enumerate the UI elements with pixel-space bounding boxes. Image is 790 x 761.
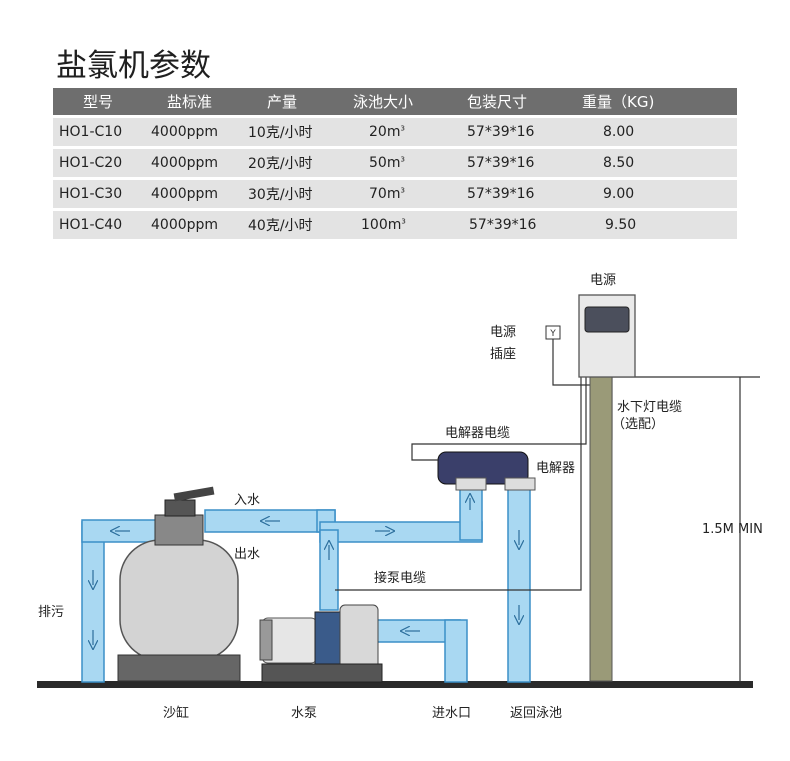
label-power-supply: 电源	[590, 273, 616, 288]
label-drain: 排污	[38, 605, 64, 620]
svg-text:Y: Y	[549, 329, 556, 339]
header-pool-size: 泳池大小	[353, 93, 414, 111]
flow-arrows	[93, 498, 519, 645]
cell-package: 57*39*16	[469, 217, 537, 233]
table-row: HO1-C10 4000ppm 10克/小时 20m3 57*39*16 8.0…	[53, 115, 737, 146]
cell-model: HO1-C30	[59, 186, 123, 202]
pipe-network	[81, 484, 531, 683]
label-underwater-cable-2: （选配）	[612, 417, 664, 432]
cell-weight: 9.50	[605, 217, 637, 233]
cell-salt: 4000ppm	[151, 217, 219, 233]
water-pump	[259, 604, 383, 683]
table-row: HO1-C20 4000ppm 20克/小时 50m3 57*39*16 8.5…	[53, 146, 737, 177]
cell-pool: 70m3	[369, 186, 405, 202]
header-output: 产量	[267, 93, 298, 111]
cell-model: HO1-C20	[59, 155, 123, 171]
sand-filter-tank	[117, 486, 241, 682]
cell-output: 30克/小时	[248, 187, 313, 203]
cell-pool: 20m3	[369, 124, 405, 140]
cell-pool: 100m3	[361, 217, 406, 233]
power-socket: Y	[545, 325, 561, 340]
cell-package: 57*39*16	[467, 124, 535, 140]
ground-line	[37, 681, 753, 688]
cell-salt: 4000ppm	[151, 155, 219, 171]
spec-table: 型号 盐标准 产量 泳池大小 包装尺寸 重量（KG) HO1-C10 4000p…	[53, 88, 737, 239]
label-inlet: 入水	[234, 493, 260, 508]
label-electrolyzer-cable: 电解器电缆	[445, 425, 510, 441]
table-row: HO1-C30 4000ppm 30克/小时 70m3 57*39*16 9.0…	[53, 177, 737, 208]
table-header-row: 型号 盐标准 产量 泳池大小 包装尺寸 重量（KG)	[53, 88, 737, 115]
header-package: 包装尺寸	[467, 93, 528, 111]
label-return-pool: 返回泳池	[510, 706, 562, 721]
cell-weight: 9.00	[603, 186, 635, 202]
cell-salt: 4000ppm	[151, 124, 219, 140]
mounting-post	[589, 374, 613, 682]
label-electrolyzer: 电解器	[536, 461, 575, 476]
cell-output: 20克/小时	[248, 156, 313, 172]
label-underwater-cable-1: 水下灯电缆	[617, 399, 682, 415]
header-weight: 重量（KG)	[582, 93, 655, 111]
cell-package: 57*39*16	[467, 155, 535, 171]
label-power-socket-2: 插座	[490, 347, 516, 362]
power-supply-box	[578, 294, 636, 378]
table-row: HO1-C40 4000ppm 40克/小时 100m3 57*39*16 9.…	[53, 208, 737, 239]
cell-weight: 8.00	[603, 124, 635, 140]
label-pump-cable: 接泵电缆	[374, 570, 426, 586]
cables	[335, 338, 760, 682]
label-water-inlet: 进水口	[432, 706, 471, 721]
label-sand-tank: 沙缸	[163, 705, 189, 721]
header-salt: 盐标准	[167, 93, 213, 111]
cell-package: 57*39*16	[467, 186, 535, 202]
label-power-socket-1: 电源	[490, 325, 516, 340]
label-height-min: 1.5M MIN	[702, 522, 763, 537]
header-model: 型号	[83, 93, 114, 111]
page-title: 盐氯机参数	[56, 48, 211, 84]
cell-output: 40克/小时	[248, 218, 313, 234]
cell-output: 10克/小时	[248, 125, 313, 141]
label-water-pump: 水泵	[291, 706, 317, 721]
cell-model: HO1-C10	[59, 124, 123, 140]
cell-model: HO1-C40	[59, 217, 123, 233]
electrolyzer-unit	[437, 451, 536, 491]
label-outlet: 出水	[234, 547, 260, 562]
cell-salt: 4000ppm	[151, 186, 219, 202]
cell-pool: 50m3	[369, 155, 405, 171]
cell-weight: 8.50	[603, 155, 635, 171]
